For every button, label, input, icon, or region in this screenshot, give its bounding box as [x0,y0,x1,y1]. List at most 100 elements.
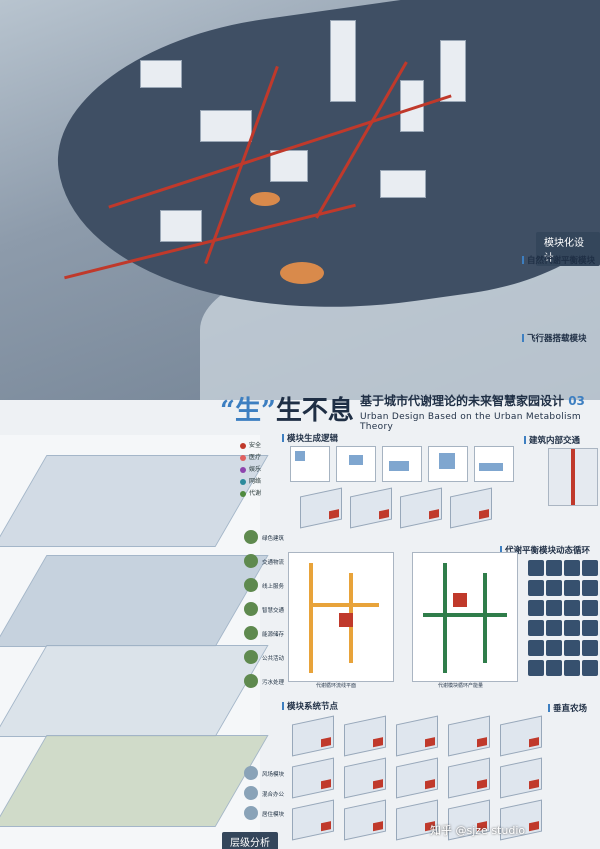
legend-item: 代谢 [240,488,261,497]
layer-analysis-tag: 层级分析 [222,832,278,849]
system-node [292,799,334,841]
traffic-diagram [548,448,598,506]
vertical-farm-heading: 垂直农场 [548,702,587,714]
metabolic-icon [582,620,598,636]
tower-block [440,40,466,102]
legend-dot-icon [240,490,246,497]
building-block [140,60,182,88]
layer-label: 污水处理 [262,680,285,686]
layer-plate [0,455,269,547]
layer-plate [0,555,269,647]
aerial-render [0,0,600,400]
function-label: 居住模块 [262,812,285,818]
title-accent: “生” [220,396,276,426]
system-node [292,715,334,757]
legend-label: 代谢 [249,490,262,497]
system-node [448,715,490,757]
metabolic-icon [582,560,598,576]
metabolic-icon [546,580,562,596]
legend-item: 网络 [240,476,261,485]
function-icon [244,766,258,780]
function-icon [244,786,258,800]
function-label: 风场模块 [262,772,285,778]
metabolic-icon [564,600,580,616]
section-b-caption: 代谢模块循环产能量 [438,683,484,689]
layer-label: 公共活动 [262,656,285,662]
watermark: 知乎 @sjze studio [430,824,526,837]
logic-grid [428,446,468,482]
system-node [344,799,386,841]
tower-block [330,20,356,102]
system-node [500,757,542,799]
metabolic-icon [528,580,544,596]
legend-dot-icon [240,442,246,449]
module-logic-heading: 模块生成逻辑 [282,432,338,444]
system-node [500,715,542,757]
title-rest: 生不息 [275,396,354,426]
metabolic-icon [528,560,544,576]
layer-icon [244,554,258,568]
metabolic-icon [528,660,544,676]
legend-dot-icon [240,466,246,473]
legend-dot-icon [240,478,246,485]
section-a-caption: 代谢循环流线平面 [316,683,357,689]
layer-icon [244,578,258,592]
layer-analysis-column [0,435,269,849]
system-nodes-heading: 模块系统节点 [282,700,338,712]
metabolic-icon [582,660,598,676]
layer-label: 能源储存 [262,632,285,638]
function-label: 混合办公 [262,792,285,798]
layer-label: 智慧交通 [262,608,285,614]
natural-metabolism-heading: 自然代谢平衡模块 [522,254,595,266]
function-icon [244,806,258,820]
logic-grid [290,446,330,482]
metabolic-icon [582,640,598,656]
module-node [350,487,392,529]
internal-traffic-heading: 建筑内部交通 [524,434,580,446]
layer-plate [0,735,269,827]
building-block [200,110,252,142]
legend-item: 医疗 [240,452,261,461]
layer-label: 线上服务 [262,584,285,590]
metabolic-cycle-heading: 代谢平衡模块动态循环 [500,544,590,556]
module-node [300,487,342,529]
legend-dot-icon [240,454,246,461]
layer-icon [244,626,258,640]
system-node [292,757,334,799]
metabolic-icon [582,600,598,616]
metabolic-icon [528,640,544,656]
metabolic-icon [564,560,580,576]
metabolic-icon [564,580,580,596]
metabolic-icon [528,620,544,636]
title-main: “生”生不息 [220,390,354,427]
plaza [250,192,280,206]
legend-item: 安全 [240,440,261,449]
layer-plate [0,645,269,737]
layer-icon [244,530,258,544]
building-block [160,210,202,242]
title-chinese: 基于城市代谢理论的未来智慧家园设计 03 [360,392,585,409]
logic-grid [474,446,514,482]
metabolic-section-a [288,552,394,682]
logic-grid [382,446,422,482]
legend-item: 娱乐 [240,464,261,473]
system-node [396,757,438,799]
metabolic-icon [546,600,562,616]
system-node [448,757,490,799]
layer-icon [244,602,258,616]
logic-grid [336,446,376,482]
metabolic-icon [528,600,544,616]
metabolic-icon [546,560,562,576]
title-number: 03 [568,394,585,408]
metabolic-section-b [412,552,518,682]
legend-label: 网络 [249,478,262,485]
module-node [400,487,442,529]
plaza [280,262,324,284]
metabolic-icon [546,640,562,656]
layer-label: 交通物流 [262,560,285,566]
legend-label: 娱乐 [249,466,262,473]
layer-icon [244,650,258,664]
legend-label: 安全 [249,442,262,449]
building-block [270,150,308,182]
